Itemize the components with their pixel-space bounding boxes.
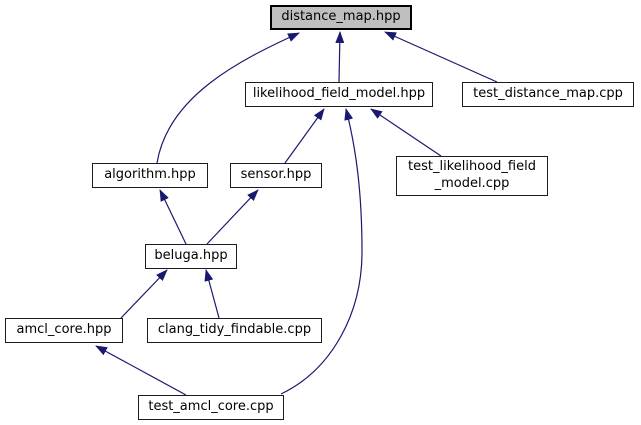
node-label: test_likelihood_field — [408, 159, 536, 175]
graph-node-beluga-hpp[interactable]: beluga.hpp — [145, 244, 237, 269]
edge-sensor-hpp-to-likelihood-field-model-hpp — [284, 108, 325, 164]
edge-test-distance-map-cpp-to-distance-map-hpp — [384, 31, 498, 83]
edge-likelihood-field-model-hpp-to-distance-map-hpp — [335, 31, 345, 83]
node-label: distance_map.hpp — [281, 9, 401, 25]
node-label: _model.cpp — [434, 176, 510, 191]
edge-beluga-hpp-to-sensor-hpp — [206, 189, 259, 245]
edge-clang-tidy-findable-cpp-to-beluga-hpp — [204, 269, 220, 319]
node-label: test_amcl_core.cpp — [148, 399, 274, 415]
edges-group — [95, 31, 498, 396]
edge-beluga-hpp-to-algorithm-hpp — [159, 189, 187, 245]
graph-node-clang-tidy-findable-cpp[interactable]: clang_tidy_findable.cpp — [147, 318, 322, 343]
edge-algorithm-hpp-to-distance-map-hpp — [156, 32, 300, 164]
node-label: test_distance_map.cpp — [473, 86, 623, 102]
node-label: amcl_core.hpp — [16, 322, 112, 338]
graph-node-amcl-core-hpp[interactable]: amcl_core.hpp — [5, 318, 123, 343]
graph-node-test-distance-map-cpp[interactable]: test_distance_map.cpp — [462, 82, 634, 107]
node-label: likelihood_field_model.hpp — [252, 86, 426, 102]
edge-test-amcl-core-cpp-to-amcl-core-hpp — [95, 345, 187, 396]
graph-node-distance-map-hpp: distance_map.hpp — [270, 5, 412, 30]
graph-node-likelihood-field-model-hpp[interactable]: likelihood_field_model.hpp — [245, 82, 433, 107]
graph-node-sensor-hpp[interactable]: sensor.hpp — [230, 163, 322, 188]
graph-node-test-amcl-core-cpp[interactable]: test_amcl_core.cpp — [138, 395, 284, 420]
edge-amcl-core-hpp-to-beluga-hpp — [120, 269, 168, 319]
edge-test-amcl-core-cpp-to-likelihood-field-model-hpp — [280, 108, 363, 395]
graph-node-algorithm-hpp[interactable]: algorithm.hpp — [92, 163, 208, 188]
edge-test-likelihood-field-model-cpp-to-likelihood-field-model-hpp — [370, 108, 442, 157]
node-label: beluga.hpp — [154, 248, 228, 264]
node-label: sensor.hpp — [240, 167, 312, 183]
graph-node-test-likelihood-field-model-cpp[interactable]: test_likelihood_field_model.cpp — [396, 156, 548, 196]
node-label: algorithm.hpp — [104, 167, 196, 183]
node-label: clang_tidy_findable.cpp — [157, 322, 312, 338]
